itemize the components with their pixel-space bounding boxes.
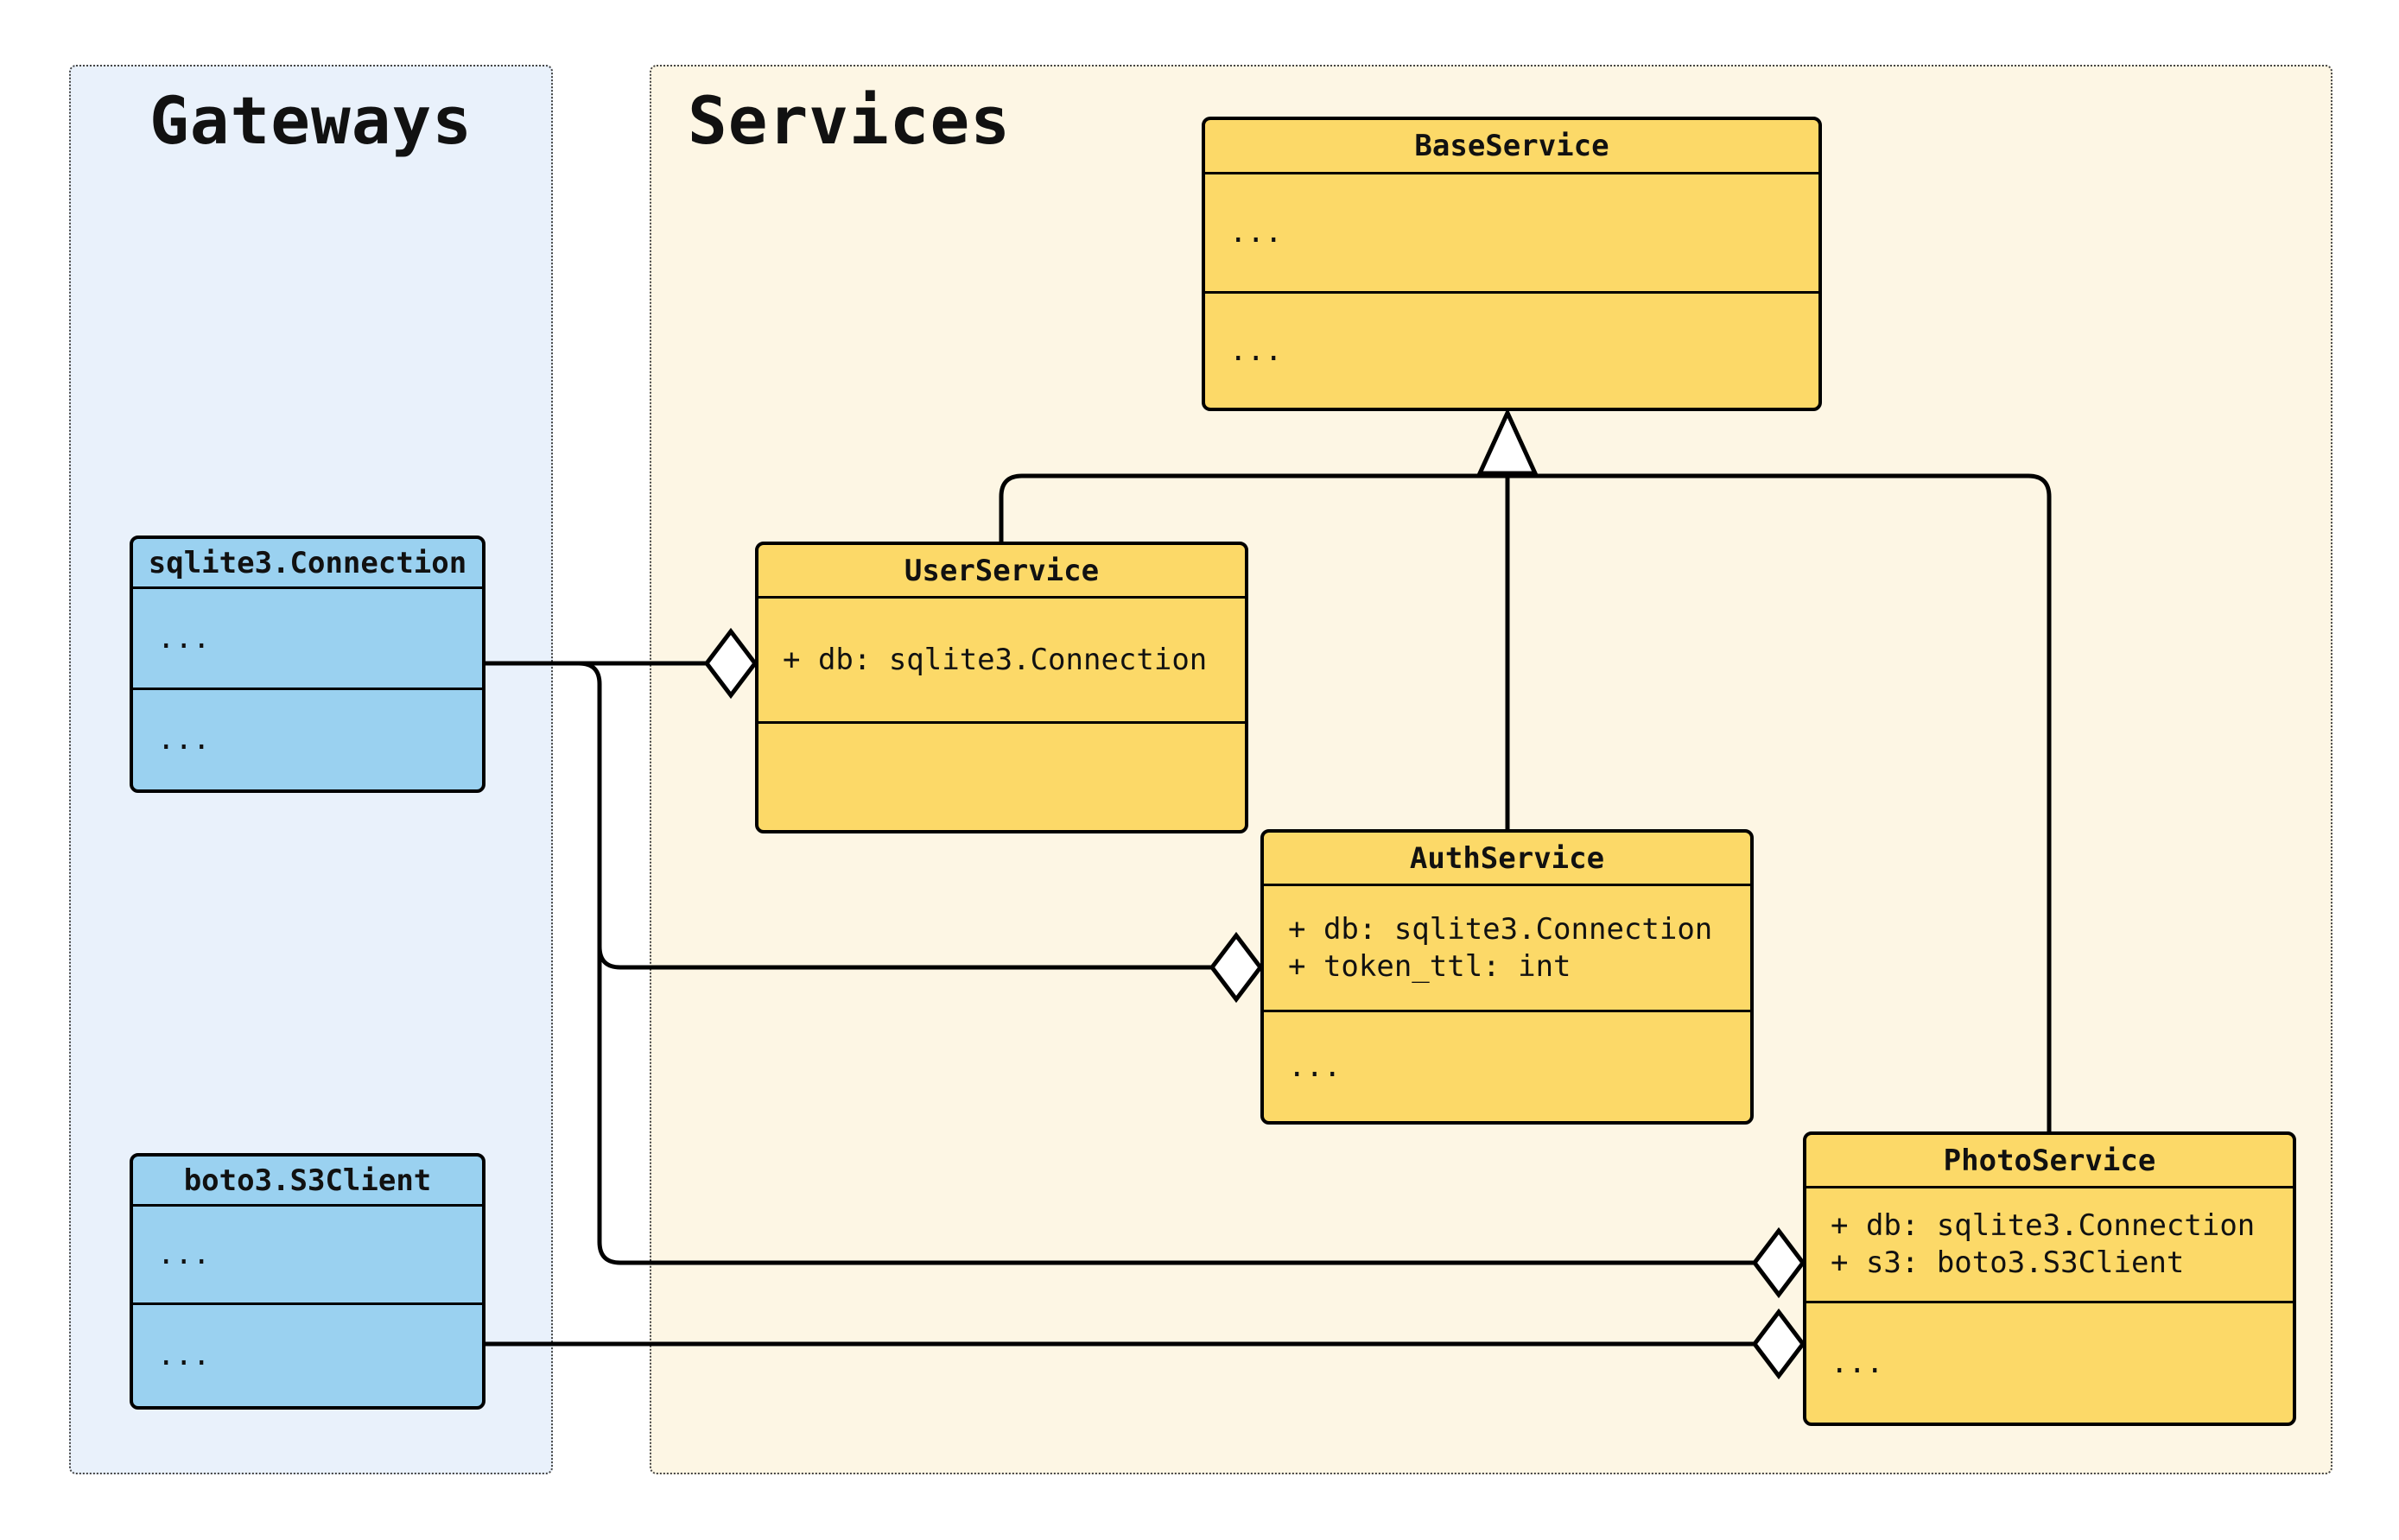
class-attributes: ...: [1205, 172, 1818, 291]
class-attributes: + db: sqlite3.Connection + s3: boto3.S3C…: [1806, 1186, 2293, 1301]
class-box-sqlite3-connection: sqlite3.Connection ... ...: [130, 536, 486, 793]
class-methods: ...: [1806, 1301, 2293, 1423]
class-box-photoservice: PhotoService + db: sqlite3.Connection + …: [1803, 1131, 2296, 1426]
attribute-line: + db: sqlite3.Connection: [1831, 1208, 2256, 1244]
class-methods: ...: [133, 1302, 482, 1406]
gateways-panel-title: Gateways: [149, 82, 473, 159]
services-panel-title: Services: [688, 82, 1012, 159]
class-attributes: ...: [133, 586, 482, 688]
class-title: UserService: [904, 553, 1100, 588]
class-attributes: + db: sqlite3.Connection: [758, 596, 1245, 721]
method-line: ...: [1229, 333, 1283, 368]
class-title: PhotoService: [1943, 1143, 2156, 1178]
class-attributes: + db: sqlite3.Connection + token_ttl: in…: [1264, 884, 1750, 1010]
attribute-line: ...: [1229, 215, 1283, 250]
attribute-line: ...: [157, 1237, 211, 1272]
class-box-boto3-s3client: boto3.S3Client ... ...: [130, 1153, 486, 1410]
class-methods: ...: [1264, 1010, 1750, 1121]
method-line: ...: [157, 722, 211, 757]
class-title: AuthService: [1409, 840, 1605, 876]
class-attributes: ...: [133, 1204, 482, 1302]
method-line: ...: [157, 1338, 211, 1373]
class-methods: ...: [1205, 291, 1818, 408]
attribute-line: + db: sqlite3.Connection: [783, 642, 1208, 677]
class-box-authservice: AuthService + db: sqlite3.Connection + t…: [1260, 829, 1754, 1125]
attribute-line: + token_ttl: int: [1288, 948, 1571, 984]
attribute-line: + db: sqlite3.Connection: [1288, 911, 1713, 947]
class-title: BaseService: [1414, 129, 1609, 163]
method-line: ...: [1831, 1345, 1884, 1380]
class-title: sqlite3.Connection: [148, 545, 467, 580]
class-box-userservice: UserService + db: sqlite3.Connection: [755, 542, 1248, 833]
class-methods: [758, 721, 1245, 830]
attribute-line: ...: [157, 620, 211, 656]
method-line: ...: [1288, 1049, 1342, 1084]
class-methods: ...: [133, 688, 482, 789]
class-box-baseservice: BaseService ... ...: [1202, 117, 1822, 411]
attribute-line: + s3: boto3.S3Client: [1831, 1245, 2185, 1280]
class-title: boto3.S3Client: [183, 1163, 432, 1198]
